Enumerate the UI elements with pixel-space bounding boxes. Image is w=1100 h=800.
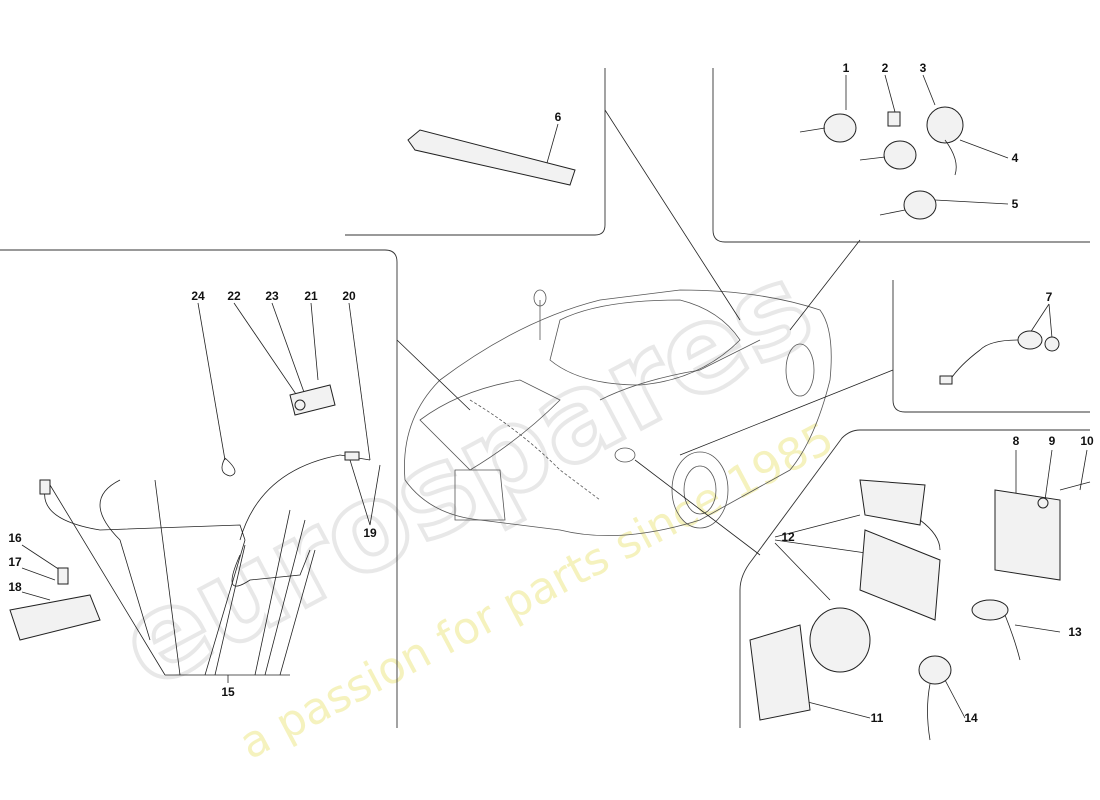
label-23: 23 [265, 289, 279, 303]
car-outline [404, 289, 832, 536]
label-2: 2 [882, 61, 889, 75]
panel-dividers [0, 68, 1090, 728]
label-20: 20 [342, 289, 356, 303]
part-12-unit [859, 479, 926, 526]
part-12-gasket [859, 529, 941, 621]
label-8: 8 [1013, 434, 1020, 448]
label-4: 4 [1012, 151, 1019, 165]
label-7: 7 [1046, 290, 1053, 304]
part-5-sensor [903, 190, 937, 220]
label-14: 14 [964, 711, 978, 725]
label-3: 3 [920, 61, 927, 75]
label-22: 22 [227, 289, 241, 303]
label-10: 10 [1080, 434, 1094, 448]
part-12-light [809, 607, 871, 673]
leader-lines [21, 74, 1088, 719]
part-13-light [971, 599, 1009, 621]
label-5: 5 [1012, 197, 1019, 211]
part-14-light [918, 655, 952, 685]
label-18: 18 [8, 580, 22, 594]
label-16: 16 [8, 531, 22, 545]
part-6-lamp-strip [407, 129, 576, 186]
part-2-clip [887, 111, 901, 127]
label-9: 9 [1049, 434, 1056, 448]
parts [9, 106, 1091, 741]
part-21-bracket [289, 384, 336, 416]
part-16-sensor [57, 567, 69, 585]
part-11-frame [749, 624, 811, 721]
part-4-bracket [926, 106, 964, 144]
label-6: 6 [555, 110, 562, 124]
label-12: 12 [781, 530, 795, 544]
label-1: 1 [843, 61, 850, 75]
part-18-bracket [9, 594, 101, 641]
label-17: 17 [8, 555, 22, 569]
label-15: 15 [221, 685, 235, 699]
label-24: 24 [191, 289, 205, 303]
label-21: 21 [304, 289, 318, 303]
label-13: 13 [1068, 625, 1082, 639]
label-11: 11 [871, 711, 884, 725]
part-3-sensor [883, 140, 917, 170]
part-7-sensor [1017, 330, 1043, 350]
label-19: 19 [363, 526, 377, 540]
part-8-plate [994, 489, 1061, 581]
part-1-sensor [823, 113, 857, 143]
part-labels: 1 2 3 4 5 6 7 8 9 10 11 12 13 14 15 16 1… [8, 61, 1094, 725]
